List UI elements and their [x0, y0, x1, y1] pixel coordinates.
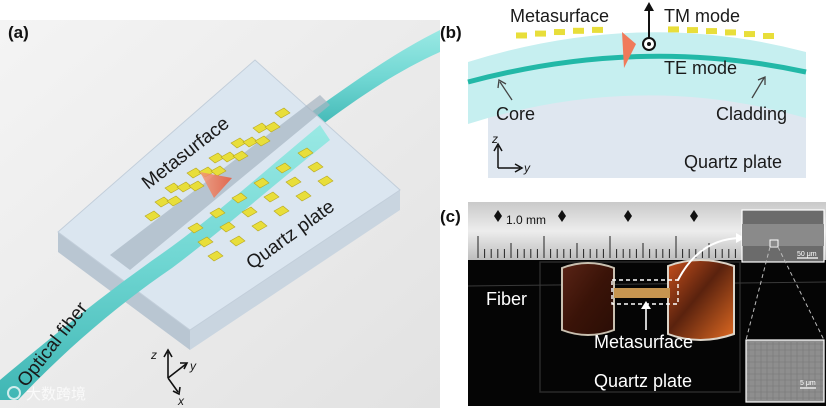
beam-b: [622, 32, 636, 68]
meta-pad: [274, 107, 291, 119]
meta-pad: [188, 180, 205, 192]
metasurface-strip-pad: [554, 29, 565, 36]
panel-b: (b) Metasurface TM mode TE mode Core Cla…: [440, 2, 807, 178]
panel-a-label: (a): [8, 23, 29, 42]
panel-a: (a) Metasurface Quartz plate Optical fib…: [0, 20, 440, 408]
metasurface-strip-pad: [573, 27, 584, 34]
cladding-label: Cladding: [716, 104, 787, 124]
meta-pad: [264, 121, 281, 133]
core-label: Core: [496, 104, 535, 124]
meta-pad: [187, 222, 204, 234]
metasurface-strip-pad: [687, 27, 698, 34]
inset-connector-head: [736, 233, 745, 243]
meta-pad: [231, 192, 248, 204]
meta-pad: [273, 205, 290, 217]
panel-b-label: (b): [440, 23, 462, 42]
watermark-text: 大数跨境: [26, 385, 86, 403]
quartz-plate-side-front: [190, 190, 400, 350]
inset-bottom-grid: [747, 342, 823, 400]
metasurface-beam: [200, 172, 232, 198]
right-pad: [667, 259, 735, 341]
meta-pad: [144, 210, 161, 222]
inset-top-fiber: [742, 224, 824, 246]
metasurface-b-label: Metasurface: [510, 6, 609, 26]
metasurface-strip-pad: [668, 26, 679, 33]
ruler-marker: [624, 210, 632, 222]
fiber-label: Fiber: [486, 289, 527, 309]
pointer-arrows-b: [497, 76, 766, 101]
meta-pad: [209, 207, 226, 219]
tm-mode-label: TM mode: [664, 6, 740, 26]
meta-pad: [253, 177, 270, 189]
te-mode-dot: [647, 42, 651, 46]
quartz-plate-b-label: Quartz plate: [684, 152, 782, 172]
axis-triad-a: [163, 348, 189, 396]
meta-pad: [241, 206, 258, 218]
ruler-marker: [690, 210, 698, 222]
meta-pad: [307, 161, 324, 173]
meta-pad: [317, 175, 334, 187]
left-pad: [561, 262, 615, 336]
meta-pad: [166, 195, 183, 207]
fiber-line: [467, 281, 827, 287]
optical-fiber-back: [300, 30, 440, 130]
metasurface-strip-pad: [516, 32, 527, 39]
metasurface-strip-pad: [763, 33, 774, 40]
core: [467, 53, 807, 85]
axis-z-label: z: [150, 348, 157, 362]
zoom-line-left: [745, 246, 771, 341]
cladding: [468, 32, 806, 124]
metasurface-strip-pad: [744, 31, 755, 38]
meta-pad: [251, 220, 268, 232]
axis-y-label: y: [189, 359, 197, 373]
meta-pad: [275, 162, 292, 174]
ruler-marker: [558, 210, 566, 222]
meta-pad: [263, 191, 280, 203]
panel-c-label: (c): [440, 207, 461, 226]
metasurface-strip-pad: [592, 26, 603, 33]
quartz-plate-top: [57, 59, 401, 331]
inset-connector: [677, 237, 743, 281]
ruler-ticks: [477, 210, 736, 258]
meta-pad: [207, 250, 224, 262]
metasurface-c-label: Metasurface: [594, 332, 693, 352]
metasurface-strip-pad: [535, 30, 546, 37]
zoom-line-right: [777, 246, 825, 341]
te-mode-label: TE mode: [664, 58, 737, 78]
quartz-plate-photo: [539, 261, 741, 393]
meta-pad: [254, 135, 271, 147]
metasurface-arrowhead-c: [641, 301, 651, 309]
ruler-marker: [494, 210, 502, 222]
meta-pad: [229, 235, 246, 247]
meta-pad: [285, 176, 302, 188]
meta-pad: [219, 221, 236, 233]
optical-fiber: [0, 125, 330, 400]
fiber-bridge: [614, 288, 670, 298]
meta-pad: [295, 190, 312, 202]
meta-pad: [232, 150, 249, 162]
metasurface-strip-pad: [706, 28, 717, 35]
axis-x-label: x: [177, 394, 185, 408]
ruler-label: 1.0 mm: [506, 213, 546, 227]
meta-pad: [210, 165, 227, 177]
inset-bottom-scale: 5 μm: [800, 380, 816, 387]
tm-mode-arrowhead: [644, 2, 654, 11]
meta-pad: [297, 147, 314, 159]
inset-top-roi: [769, 239, 779, 248]
quartz-plate-c-label: Quartz plate: [594, 371, 692, 391]
meta-pad: [197, 236, 214, 248]
axis-z-b-label: z: [491, 132, 498, 146]
inset-top-scale: 50 μm: [797, 251, 817, 258]
watermark: 大数跨境: [7, 385, 86, 403]
axis-triad-b: [493, 142, 524, 173]
axis-y-b-label: y: [523, 161, 531, 175]
panel-c: 50 μm 5 μm (c) 1.0 mm Fiber Metasurface …: [440, 202, 827, 406]
metasurface-strip: [516, 26, 774, 40]
metasurface-strip-pad: [725, 29, 736, 36]
